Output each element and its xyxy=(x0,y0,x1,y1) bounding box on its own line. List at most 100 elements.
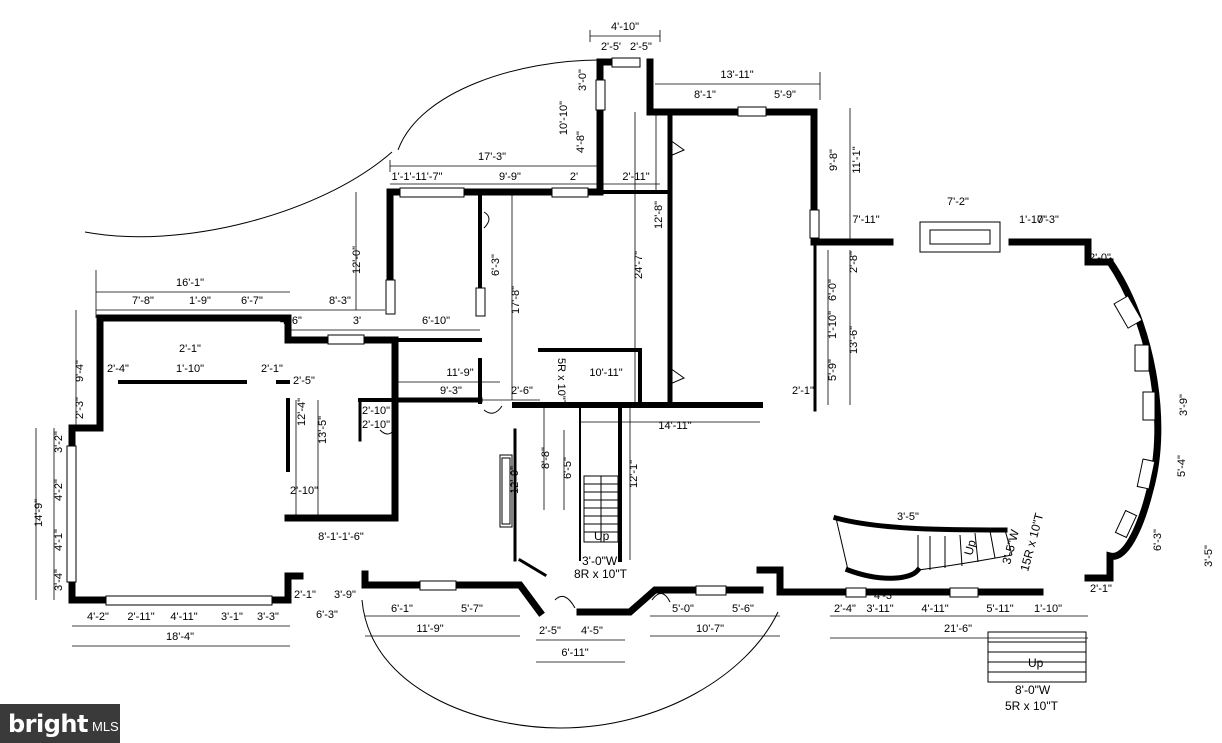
main-stair xyxy=(583,475,619,543)
dimension-label: 2'-5' xyxy=(601,41,621,53)
dimension-label-vertical: 14'-9" xyxy=(33,499,45,527)
dimension-label-vertical: 12'-4" xyxy=(296,398,308,426)
dimension-label: 2'-11" xyxy=(622,171,649,183)
main-stair-risers-label: 8R x 10"T xyxy=(574,567,628,581)
dimension-label: 2'-4" xyxy=(107,363,129,375)
dimension-label-vertical: 6'-5" xyxy=(562,457,574,479)
dimension-label-vertical: 6'-0" xyxy=(827,279,839,301)
dimension-label: 2'-10" xyxy=(362,405,390,417)
dimension-label: 10'-7" xyxy=(696,623,724,635)
dimension-label-vertical: 12'-8" xyxy=(653,201,665,229)
dimension-label: 4'-10" xyxy=(611,21,639,33)
dimension-label: 3'-3" xyxy=(257,611,279,623)
dimension-labels-horizontal: 4'-10"2'-5'2'-5"13'-11"8'-1"5'-9"17'-3"1… xyxy=(87,21,1112,659)
dimension-label: 2' xyxy=(570,171,578,183)
dimension-label: 3'-5" xyxy=(897,511,919,523)
dimension-label: 5'-7" xyxy=(461,603,483,615)
dimension-labels-vertical: 10'-10"3'-0"4'-8"9'-8"11'-1"12'-0"12'-8"… xyxy=(33,69,1215,591)
dimension-label: 9'-3" xyxy=(440,385,462,397)
dimension-label-vertical: 2'-3" xyxy=(74,397,86,419)
dimension-label-vertical: 8'-8" xyxy=(540,447,552,469)
dimension-label-vertical: 4'-8" xyxy=(575,131,587,153)
dimension-label: 3' xyxy=(353,315,361,327)
dimension-label: 3'-11" xyxy=(866,603,893,615)
dimension-label: 2'-1" xyxy=(792,385,814,397)
dimension-label: 2'-1" xyxy=(261,363,283,375)
small-stair-label: 5R x 10"T xyxy=(555,358,567,407)
dimension-label: 6'-1" xyxy=(391,603,413,615)
dimension-label: 4'-6" xyxy=(280,315,302,327)
dimension-label: 4'-5" xyxy=(581,625,603,637)
dimension-label-vertical: 2'-8" xyxy=(848,251,860,273)
dimension-label: 3'-9" xyxy=(334,589,356,601)
landscape-curve-top xyxy=(397,59,601,151)
dimension-label-vertical: 5'-9" xyxy=(827,359,839,381)
dimension-label: 2'-0" xyxy=(1089,252,1111,264)
dimension-label: 8'-3" xyxy=(329,295,351,307)
dimension-label-vertical: 5'-4" xyxy=(1176,455,1188,477)
dimension-label: 10'-11" xyxy=(589,367,622,379)
bright-mls-logo: bright MLS xyxy=(0,704,120,743)
dimension-label: 8'-1'-1'-6" xyxy=(318,531,364,543)
dimension-label: 2'-4" xyxy=(834,603,856,615)
dimension-label-vertical: 4'-1" xyxy=(53,529,65,551)
door-swings xyxy=(379,139,686,609)
dimension-label-vertical: 24'-7" xyxy=(633,251,645,279)
dimension-label-vertical: 9'-4" xyxy=(74,360,86,382)
dimension-label: 13'-11" xyxy=(720,69,753,81)
dimension-label: 5'-6" xyxy=(732,603,754,615)
ext-stair-width-label: 8'-0"W xyxy=(1015,683,1051,697)
dimension-label: 4'-11" xyxy=(170,611,197,623)
dimension-label-vertical: 12'-9" xyxy=(509,466,521,494)
dimension-label-vertical: 17'-8" xyxy=(510,286,522,314)
dimension-label-vertical: 4'-2" xyxy=(53,479,65,501)
dimension-label: 2'-5" xyxy=(539,625,561,637)
dimension-label: 2'-10" xyxy=(362,419,390,431)
dimension-label: 3'-1" xyxy=(221,611,243,623)
dimension-label: 2'-5" xyxy=(293,375,315,387)
landscape-curve-left xyxy=(84,151,393,238)
logo-mls-text: MLS xyxy=(91,719,119,734)
main-stair-up-label: Up xyxy=(594,529,610,543)
dimension-label: 7'-2" xyxy=(947,196,969,208)
dimension-label-vertical: 3'-5" xyxy=(1203,545,1215,567)
dimension-label-vertical: 11'-1" xyxy=(851,146,863,173)
dimension-label-vertical: 3'-9" xyxy=(1178,394,1190,416)
landscape-curve-bottom xyxy=(361,599,779,729)
exterior-stair xyxy=(987,631,1087,683)
exterior-walls xyxy=(68,58,1162,617)
dimension-label-vertical: 12'-0" xyxy=(351,246,363,274)
dimension-label-vertical: 9'-8" xyxy=(828,149,840,171)
dimension-label: 4'-11" xyxy=(921,603,948,615)
dimension-label: 2'-1" xyxy=(1090,583,1112,595)
dimension-lines xyxy=(35,30,1088,663)
dimension-label: 2'-11" xyxy=(127,611,154,623)
dimension-label: 6'-10" xyxy=(422,315,450,327)
windows xyxy=(66,57,1156,606)
dimension-label: 4'-2" xyxy=(87,611,109,623)
dimension-label-vertical: 12'-1" xyxy=(628,460,640,488)
dimension-label: 6'-7" xyxy=(241,295,263,307)
dimension-label: 7'-11" xyxy=(852,214,879,226)
fireplace xyxy=(501,457,511,525)
dimension-label: 1'-9" xyxy=(189,295,211,307)
logo-brand-text: bright xyxy=(8,709,88,738)
dimension-label: 6'-11" xyxy=(561,647,588,659)
dimension-label-vertical: 6'-3" xyxy=(1152,529,1164,551)
dimension-label-vertical: 13'-5" xyxy=(317,416,329,444)
curved-stair xyxy=(832,514,1013,581)
dimension-label-vertical: 3'-4" xyxy=(53,569,65,591)
dimension-label: 4'-3" xyxy=(874,590,896,602)
dimension-label: 2'-10" xyxy=(290,485,318,497)
dimension-label: 7'-3" xyxy=(1037,214,1059,226)
dimension-label: 21'-6" xyxy=(944,623,972,635)
ext-stair-risers-label: 5R x 10"T xyxy=(1005,699,1059,713)
dimension-label: 1'-10" xyxy=(1034,603,1062,615)
dimension-label: 9'-9" xyxy=(499,171,521,183)
dimension-label: 1'-1'-11'-7" xyxy=(392,171,443,183)
dimension-label: 11'-9" xyxy=(416,623,443,635)
dimension-label-vertical: 1'-10" xyxy=(827,311,839,339)
dimension-label: 8'-1" xyxy=(694,89,716,101)
ext-stair-up-label: Up xyxy=(1028,656,1044,670)
dimension-label: 2'-1" xyxy=(179,343,201,355)
